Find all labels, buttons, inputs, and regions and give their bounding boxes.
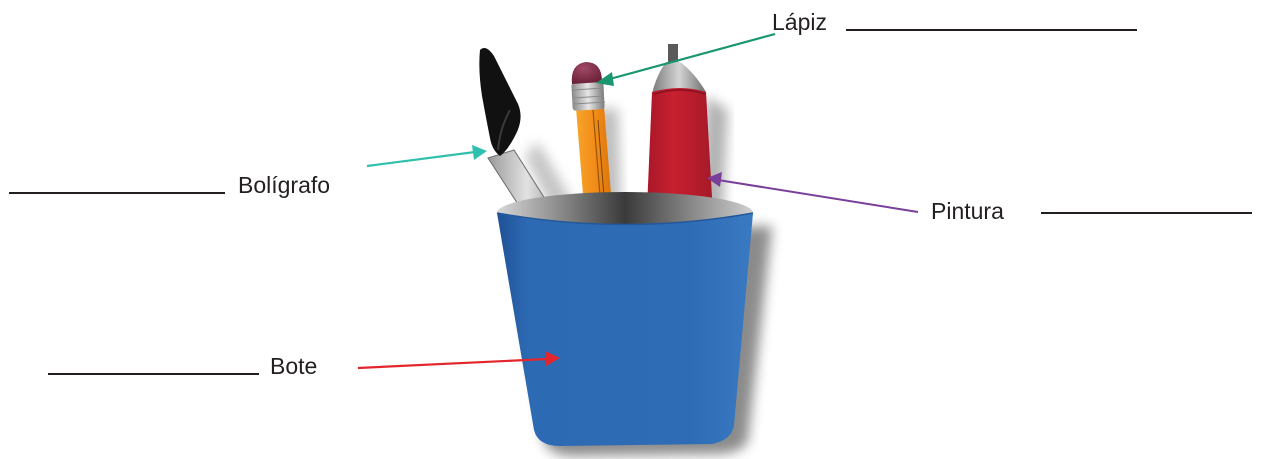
label-lapiz: Lápiz [772, 9, 827, 35]
label-boligrafo: Bolígrafo [238, 172, 330, 198]
cup-illustration [497, 192, 753, 446]
label-pintura: Pintura [931, 198, 1004, 224]
label-bote: Bote [270, 353, 317, 379]
arrow-boligrafo [367, 145, 487, 166]
